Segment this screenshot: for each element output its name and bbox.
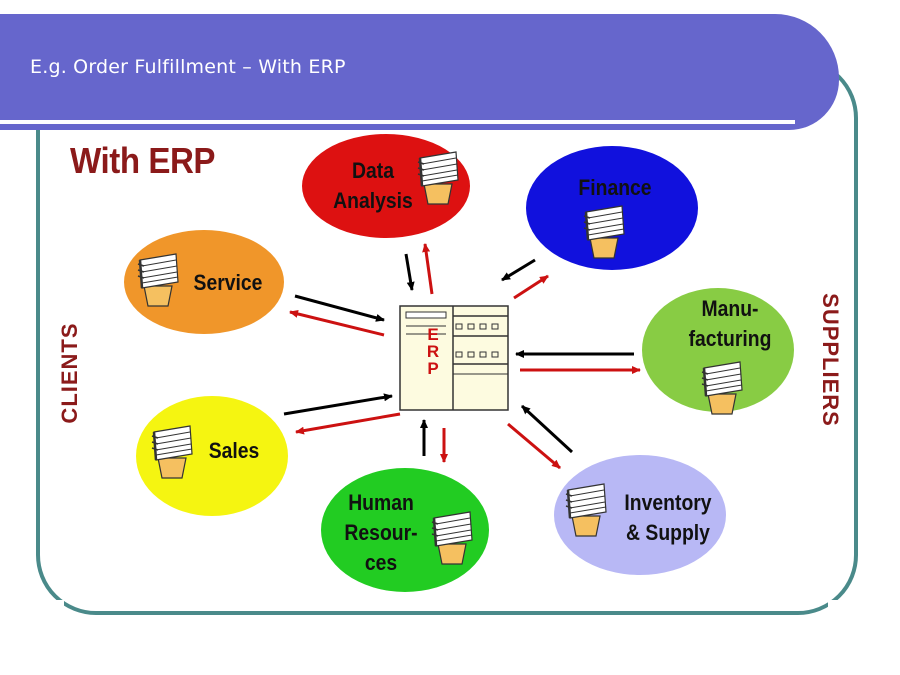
data-analysis-label: Data Analysis — [333, 158, 413, 213]
finance-label: Finance — [578, 175, 652, 200]
slide-title: E.g. Order Fulfillment – With ERP — [30, 56, 346, 78]
inventory-label: Inventory & Supply — [624, 490, 712, 545]
data-flow-arrows — [283, 243, 641, 470]
erp-label: ERP — [426, 325, 440, 378]
suppliers-label: SUPPLIERS — [818, 293, 843, 427]
manufacturing-label: Manu- facturing — [688, 296, 772, 351]
manufacturing-node — [642, 288, 794, 412]
diagram-heading: With ERP — [70, 140, 216, 181]
sales-label: Sales — [208, 438, 260, 463]
erp-system-box — [399, 305, 509, 411]
service-label: Service — [193, 270, 263, 295]
title-banner — [0, 14, 839, 130]
human-resources-label: Human Resour- ces — [344, 490, 418, 575]
sales-node — [136, 396, 288, 516]
clients-label: CLIENTS — [57, 322, 82, 424]
